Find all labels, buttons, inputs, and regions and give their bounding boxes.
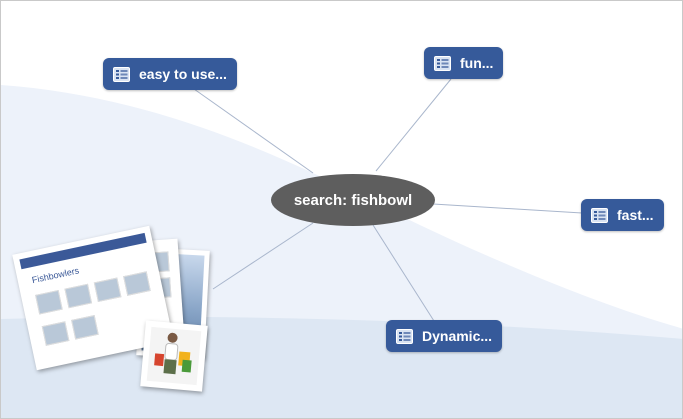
- connector-fun: [375, 78, 452, 172]
- node-fun[interactable]: fun...: [424, 47, 504, 79]
- connectors: [193, 78, 583, 322]
- shopper-figure-icon: [154, 332, 192, 375]
- list-card-icon: [591, 207, 608, 223]
- thumbnail: [123, 271, 151, 296]
- node-dynamic[interactable]: Dynamic...: [386, 320, 503, 352]
- thumbnail: [93, 277, 122, 303]
- thumbnail: [41, 321, 70, 346]
- screenshot-header-bar: [19, 232, 147, 270]
- node-fast[interactable]: fast...: [581, 199, 664, 231]
- connector-dynamic: [372, 224, 435, 322]
- connector-fast: [432, 203, 583, 214]
- connector-collage: [212, 222, 314, 290]
- thumbnail: [35, 289, 63, 315]
- shopper-photo: [146, 326, 202, 386]
- center-node-label: search: fishbowl: [293, 191, 413, 209]
- list-card-icon: [434, 55, 451, 71]
- screenshot-collage[interactable]: Fishbowlers: [12, 223, 219, 392]
- center-node-search[interactable]: search: fishbowl: [271, 174, 435, 226]
- node-label: fun...: [460, 55, 494, 71]
- node-label: fast...: [617, 207, 654, 223]
- thumbnail: [64, 283, 93, 309]
- node-label: Dynamic...: [422, 328, 493, 344]
- photo-card-shopper: [140, 320, 208, 392]
- node-easy-to-use[interactable]: easy to use...: [103, 58, 237, 90]
- screenshot-title: Fishbowlers: [30, 265, 80, 286]
- node-label: easy to use...: [139, 66, 227, 82]
- list-card-icon: [396, 328, 413, 344]
- list-card-icon: [113, 66, 130, 82]
- connector-easy: [193, 88, 314, 174]
- thumbnail: [71, 315, 99, 340]
